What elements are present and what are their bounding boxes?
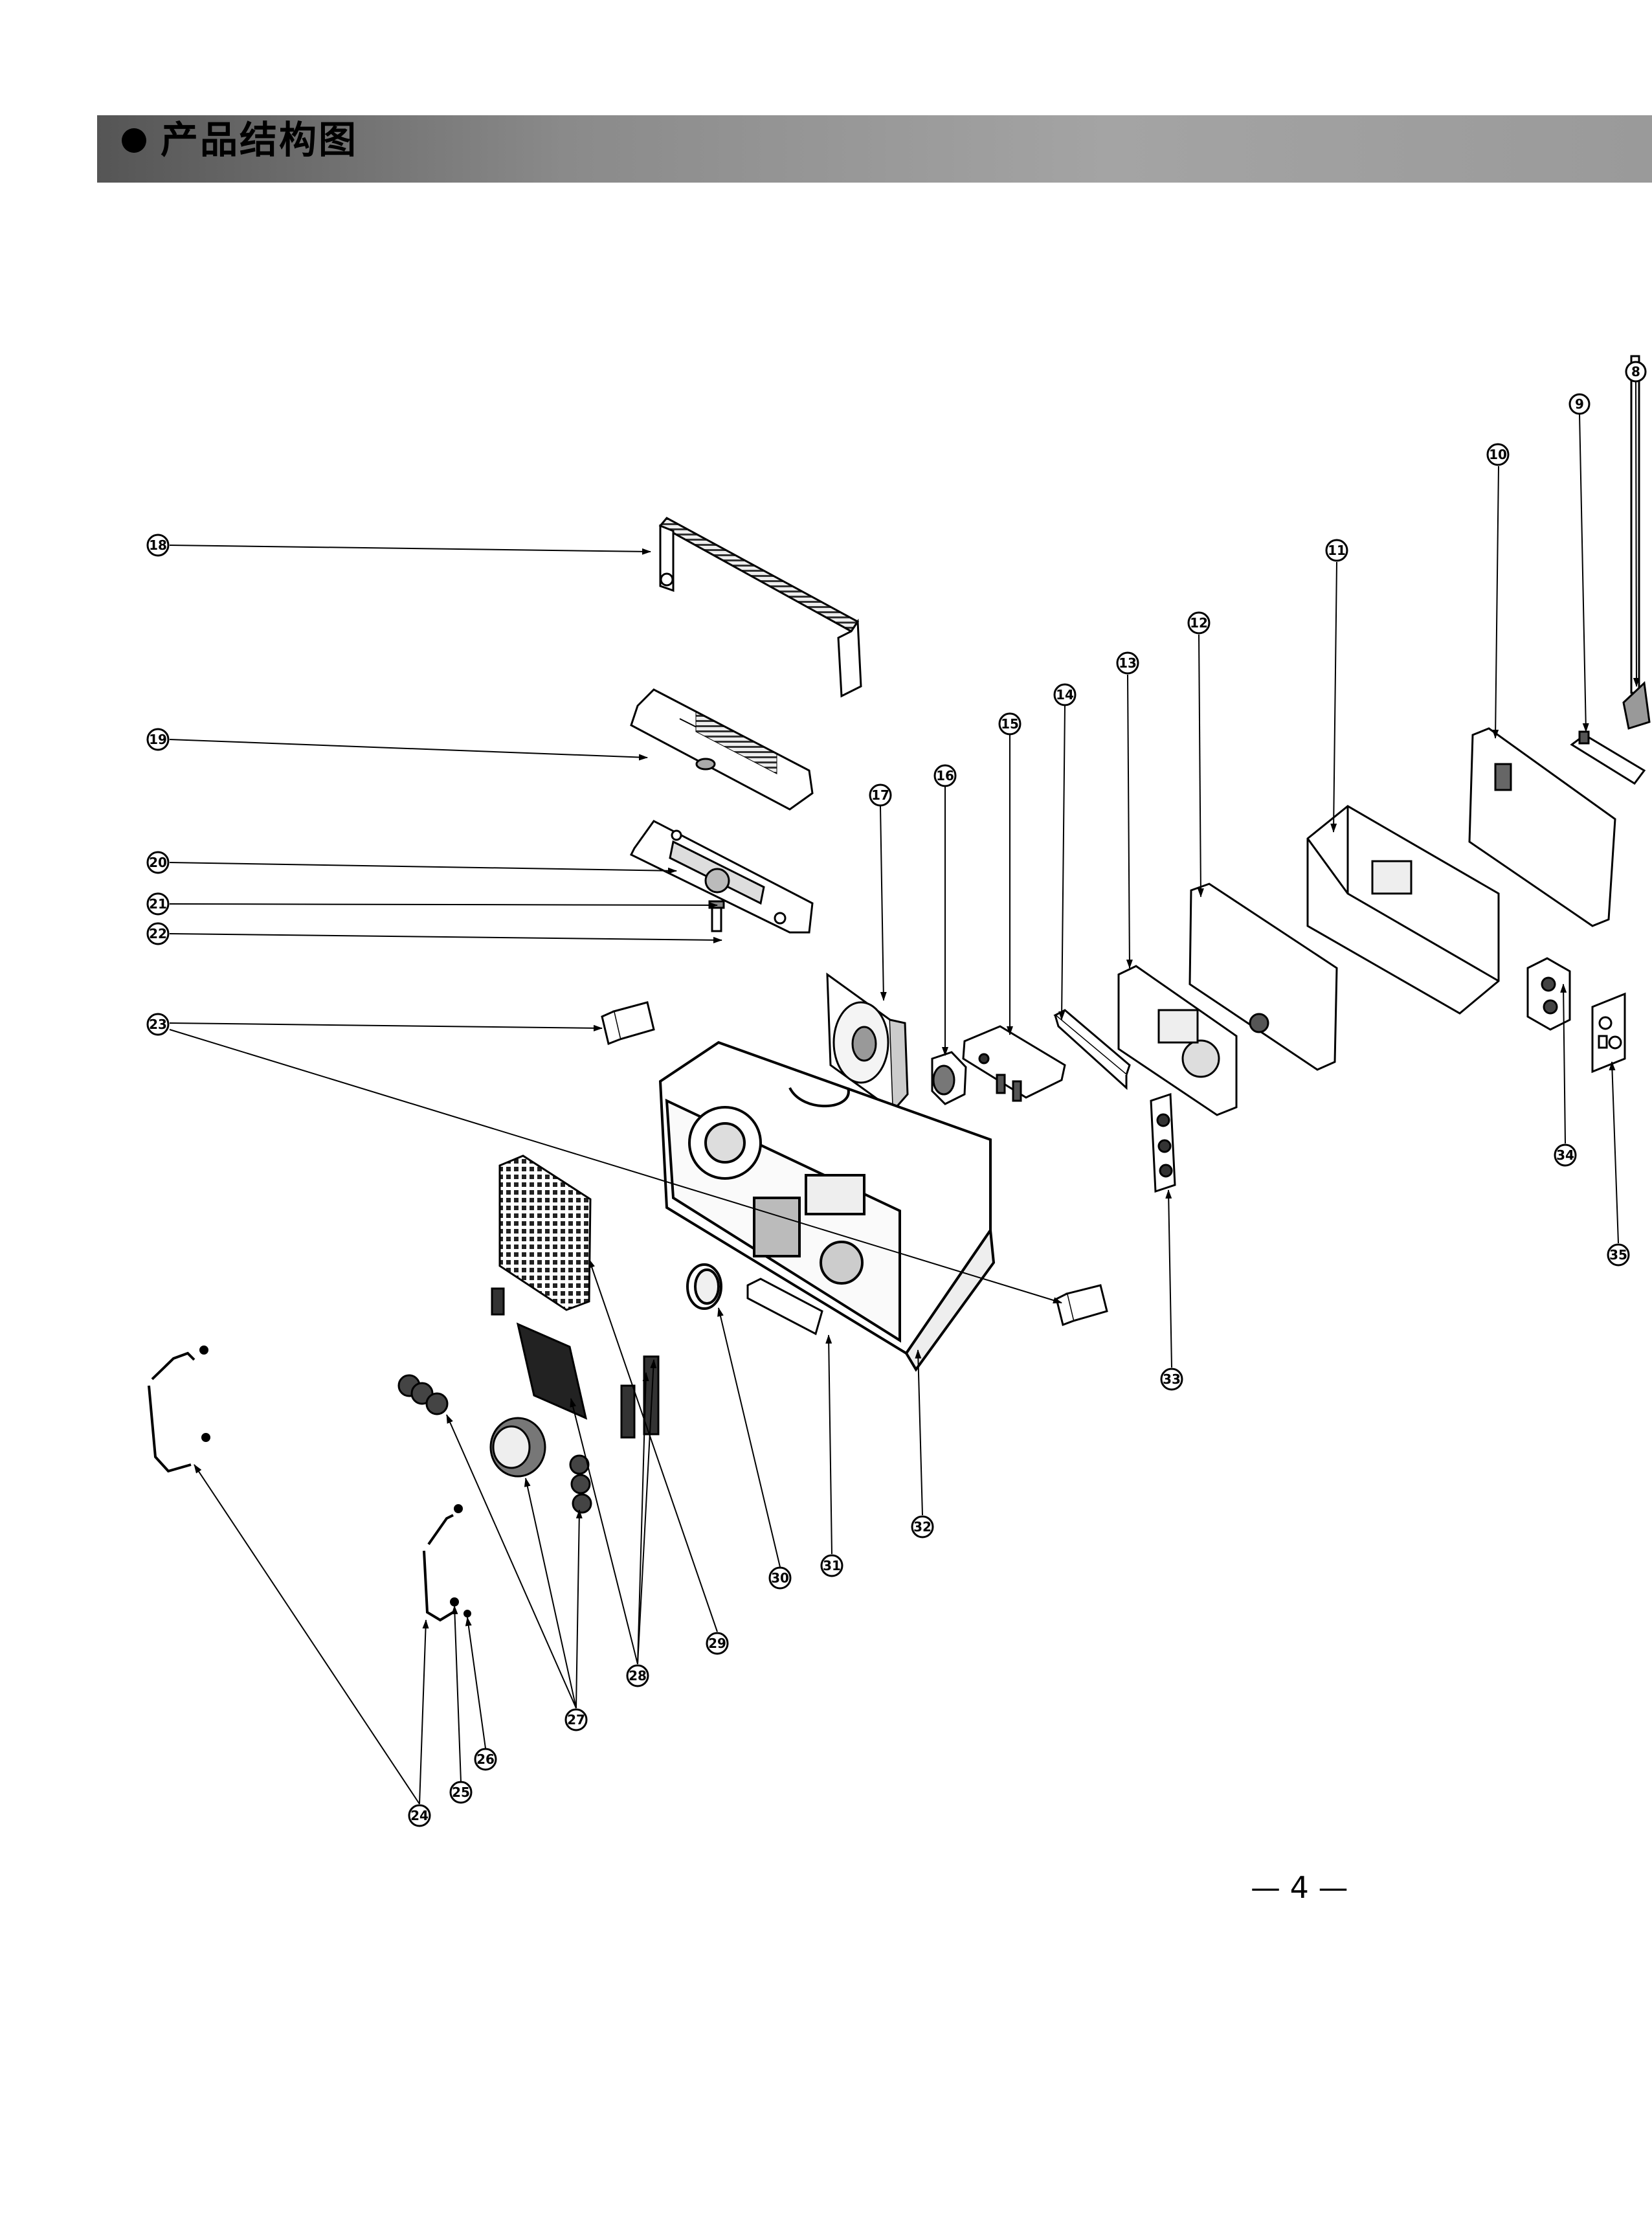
callout-25: 25	[449, 1781, 473, 1804]
leader-lines	[169, 380, 1640, 1805]
callout-17-label: 17	[871, 787, 889, 803]
part-23-side-button-top	[601, 1001, 655, 1046]
callout-14: 14	[1053, 683, 1077, 706]
callout-11: 11	[1325, 539, 1348, 562]
callout-27: 27	[564, 1708, 588, 1731]
callout-21-label: 21	[149, 896, 167, 912]
callout-15-label: 15	[1001, 716, 1019, 732]
part-35-side-panel	[1591, 992, 1626, 1074]
part-18-carry-handle	[658, 517, 862, 698]
callout-23-label: 23	[149, 1017, 167, 1032]
callout-15: 15	[998, 712, 1021, 736]
part-13-keypad-membrane	[1117, 965, 1238, 1116]
callout-13: 13	[1116, 651, 1139, 675]
callout-30: 30	[768, 1566, 792, 1590]
callout-8-label: 8	[1631, 364, 1640, 379]
section-title: 产品结构图	[161, 118, 359, 162]
callout-12-label: 12	[1190, 615, 1208, 631]
callout-30-label: 30	[771, 1570, 789, 1586]
callout-19: 19	[146, 728, 170, 751]
callout-28-label: 28	[629, 1668, 647, 1684]
callout-22: 22	[146, 922, 170, 945]
callout-34: 34	[1554, 1143, 1577, 1167]
callout-29-label: 29	[708, 1636, 726, 1651]
callout-12: 12	[1187, 611, 1211, 635]
callout-32-label: 32	[913, 1519, 932, 1535]
callout-16: 16	[933, 764, 957, 787]
callout-33-label: 33	[1163, 1371, 1181, 1387]
part-15-circuit-board	[962, 1025, 1066, 1102]
callout-10-label: 10	[1489, 447, 1507, 462]
callout-18: 18	[146, 534, 170, 557]
part-16-tuning-knob	[931, 1051, 967, 1105]
part-29-speaker-grille	[498, 1154, 592, 1311]
callout-24: 24	[408, 1804, 431, 1827]
part-23-side-button-bottom	[1055, 1284, 1108, 1326]
part-12-keypad-pcb	[1189, 883, 1338, 1071]
callout-9: 9	[1568, 393, 1591, 415]
part-9-bracket	[1570, 730, 1646, 785]
callout-16-label: 16	[936, 768, 954, 783]
callout-10: 10	[1486, 443, 1510, 466]
callout-26-label: 26	[476, 1751, 495, 1767]
callout-31-label: 31	[823, 1558, 841, 1573]
callout-21: 21	[146, 892, 170, 916]
callout-20: 20	[146, 851, 170, 874]
callout-14-label: 14	[1056, 687, 1074, 703]
callout-28: 28	[626, 1664, 649, 1687]
part-8-antenna	[1622, 355, 1651, 730]
callout-25-label: 25	[452, 1785, 470, 1800]
part-27-knob-set	[397, 1374, 592, 1514]
part-34-jack-board	[1526, 957, 1571, 1031]
callout-9-label: 9	[1575, 396, 1584, 412]
callout-8: 8	[1625, 361, 1647, 383]
callout-18-label: 18	[149, 537, 167, 553]
page-number: — 4 —	[1251, 1870, 1348, 1905]
part-24-stand-legs	[148, 1346, 471, 1622]
callout-29: 29	[706, 1632, 729, 1655]
callout-35-label: 35	[1609, 1247, 1627, 1263]
part-30-dial-ring	[686, 1263, 722, 1310]
part-31-display-window	[746, 1278, 823, 1336]
callout-13-label: 13	[1119, 655, 1137, 671]
bullet-icon	[122, 128, 146, 153]
part-10-main-board	[1468, 727, 1616, 927]
callout-19-label: 19	[149, 732, 167, 747]
part-32-main-cabinet	[658, 1041, 996, 1372]
callout-17: 17	[869, 783, 892, 807]
callout-11-label: 11	[1328, 543, 1346, 558]
callout-35: 35	[1607, 1243, 1630, 1267]
callout-31: 31	[820, 1554, 843, 1577]
callout-34-label: 34	[1556, 1147, 1574, 1163]
part-11-chassis-frame	[1306, 805, 1500, 1015]
callout-33: 33	[1160, 1368, 1183, 1391]
callout-27-label: 27	[567, 1712, 585, 1728]
callout-23: 23	[146, 1013, 170, 1036]
section-header-bar	[97, 115, 1652, 183]
part-20-mounting-plate	[629, 820, 814, 934]
part-14-small-board	[1053, 1009, 1131, 1090]
part-19-top-cover	[630, 688, 814, 811]
part-33-connector-strip	[1150, 1092, 1176, 1193]
callout-20-label: 20	[149, 855, 167, 870]
callout-32: 32	[911, 1515, 934, 1538]
part-17-speaker	[826, 972, 909, 1113]
callout-26: 26	[474, 1748, 497, 1771]
callout-24-label: 24	[410, 1808, 429, 1823]
callout-22-label: 22	[149, 926, 167, 941]
